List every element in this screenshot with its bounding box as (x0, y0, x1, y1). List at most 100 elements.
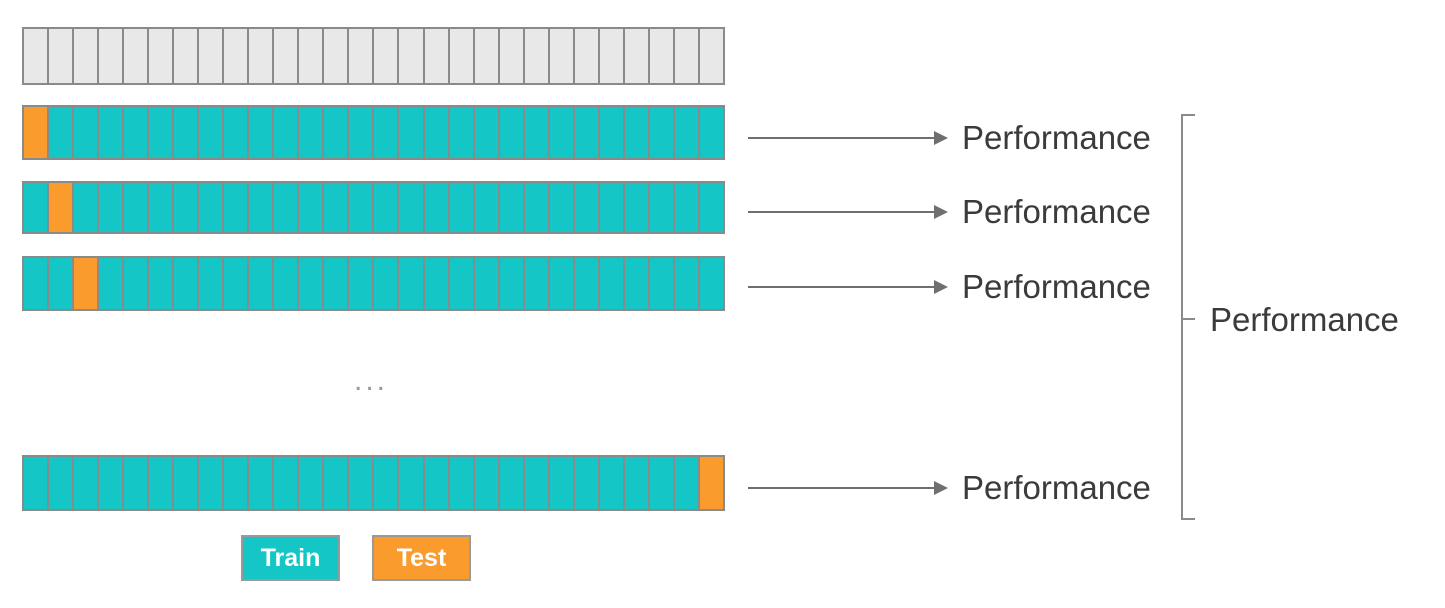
cell-train (174, 457, 200, 509)
cell-train (224, 258, 250, 309)
cell-train (324, 183, 350, 232)
cell-train (149, 258, 175, 309)
cell-train (449, 457, 475, 509)
cell-train (224, 107, 250, 158)
cell-train (599, 183, 625, 232)
cell-train (474, 107, 500, 158)
performance-label-fold-k: Performance (962, 469, 1151, 506)
cell-empty (599, 29, 625, 83)
cell-train (549, 457, 575, 509)
cell-empty (474, 29, 500, 83)
cell-train (149, 107, 175, 158)
cell-train (249, 107, 275, 158)
cell-train (224, 457, 250, 509)
cell-empty (199, 29, 225, 83)
cell-train (549, 107, 575, 158)
cell-empty (324, 29, 350, 83)
cell-empty (449, 29, 475, 83)
cell-train (449, 107, 475, 158)
cell-empty (224, 29, 250, 83)
cell-train (524, 258, 550, 309)
cell-empty (549, 29, 575, 83)
cell-train (574, 107, 600, 158)
cell-train (99, 457, 125, 509)
cell-train (49, 258, 75, 309)
cell-train (199, 258, 225, 309)
cell-train (299, 457, 325, 509)
cell-train (199, 107, 225, 158)
cell-train (549, 183, 575, 232)
legend-chip-train: Train (241, 535, 340, 581)
cell-train (324, 457, 350, 509)
arrow-fold-k (748, 481, 948, 495)
aggregate-bracket-tick (1183, 318, 1195, 320)
cell-train (349, 107, 375, 158)
cell-train (74, 107, 100, 158)
cell-train (324, 107, 350, 158)
legend-label-test: Test (396, 543, 447, 572)
cell-train (424, 107, 450, 158)
cell-train (249, 183, 275, 232)
cell-train (449, 258, 475, 309)
cell-empty (149, 29, 175, 83)
cell-train (274, 107, 300, 158)
cell-train (99, 183, 125, 232)
cell-train (199, 457, 225, 509)
arrow-shaft (748, 286, 934, 288)
cell-train (649, 183, 675, 232)
fold-row-3 (22, 256, 725, 311)
arrow-head (934, 205, 948, 219)
fold-row-2 (22, 181, 725, 234)
performance-label-fold-1: Performance (962, 119, 1151, 156)
cell-train (474, 457, 500, 509)
arrow-head (934, 131, 948, 145)
cell-empty (499, 29, 525, 83)
cell-train (199, 183, 225, 232)
arrow-shaft (748, 487, 934, 489)
cell-train (474, 258, 500, 309)
cell-train (249, 457, 275, 509)
cell-empty (99, 29, 125, 83)
cell-test (49, 183, 75, 232)
cell-train (599, 107, 625, 158)
cell-train (149, 183, 175, 232)
aggregate-bracket (1181, 114, 1195, 520)
fold-row-k (22, 455, 725, 511)
arrow-shaft (748, 211, 934, 213)
cell-train (74, 183, 100, 232)
cell-train (524, 457, 550, 509)
cell-train (674, 457, 700, 509)
cell-train (374, 183, 400, 232)
cell-train (524, 183, 550, 232)
cell-empty (574, 29, 600, 83)
cell-train (424, 183, 450, 232)
cell-empty (349, 29, 375, 83)
cell-train (674, 183, 700, 232)
cell-train (674, 107, 700, 158)
cell-train (399, 183, 425, 232)
cell-train (699, 183, 723, 232)
cell-train (399, 258, 425, 309)
cell-empty (249, 29, 275, 83)
cell-empty (524, 29, 550, 83)
legend-chip-test: Test (372, 535, 471, 581)
arrow-fold-3 (748, 280, 948, 294)
cell-train (274, 183, 300, 232)
cell-train (174, 183, 200, 232)
cell-train (399, 457, 425, 509)
cell-train (599, 258, 625, 309)
cell-train (99, 258, 125, 309)
cell-train (124, 107, 150, 158)
cell-train (574, 457, 600, 509)
cell-train (499, 107, 525, 158)
cell-train (374, 457, 400, 509)
cell-train (624, 258, 650, 309)
cell-empty (24, 29, 50, 83)
cell-test (699, 457, 723, 509)
fold-row-1 (22, 105, 725, 160)
cell-train (624, 457, 650, 509)
cell-train (524, 107, 550, 158)
cell-train (599, 457, 625, 509)
arrow-head (934, 280, 948, 294)
cell-train (274, 258, 300, 309)
